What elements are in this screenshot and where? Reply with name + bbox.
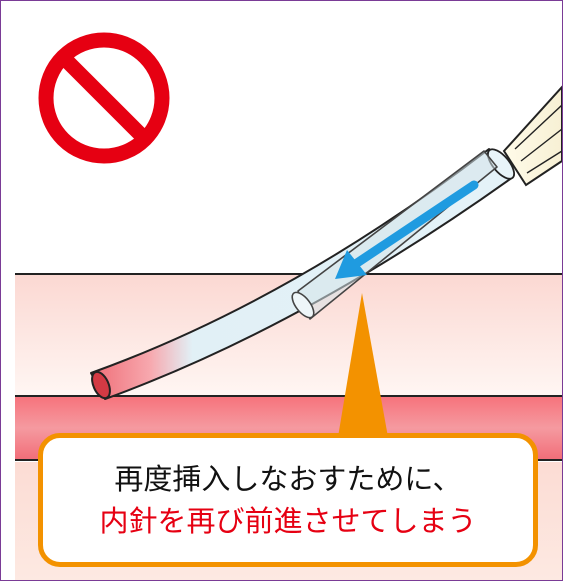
arrow-icon bbox=[335, 180, 479, 279]
hub-ridge bbox=[526, 150, 562, 174]
hub-ridge bbox=[514, 104, 562, 150]
catheter-tip-opening bbox=[91, 370, 111, 400]
callout-pointer bbox=[338, 293, 388, 437]
needle-bevel bbox=[291, 291, 315, 319]
hub-ridge bbox=[520, 128, 562, 162]
prohibition-icon bbox=[38, 32, 170, 164]
caption-callout: 再度挿入しなおすために、 内針を再び前進させてしまう bbox=[38, 433, 538, 567]
caption-line-2-warning: 内針を再び前進させてしまう bbox=[99, 504, 477, 538]
caption-line-1: 再度挿入しなおすために、 bbox=[114, 462, 462, 496]
